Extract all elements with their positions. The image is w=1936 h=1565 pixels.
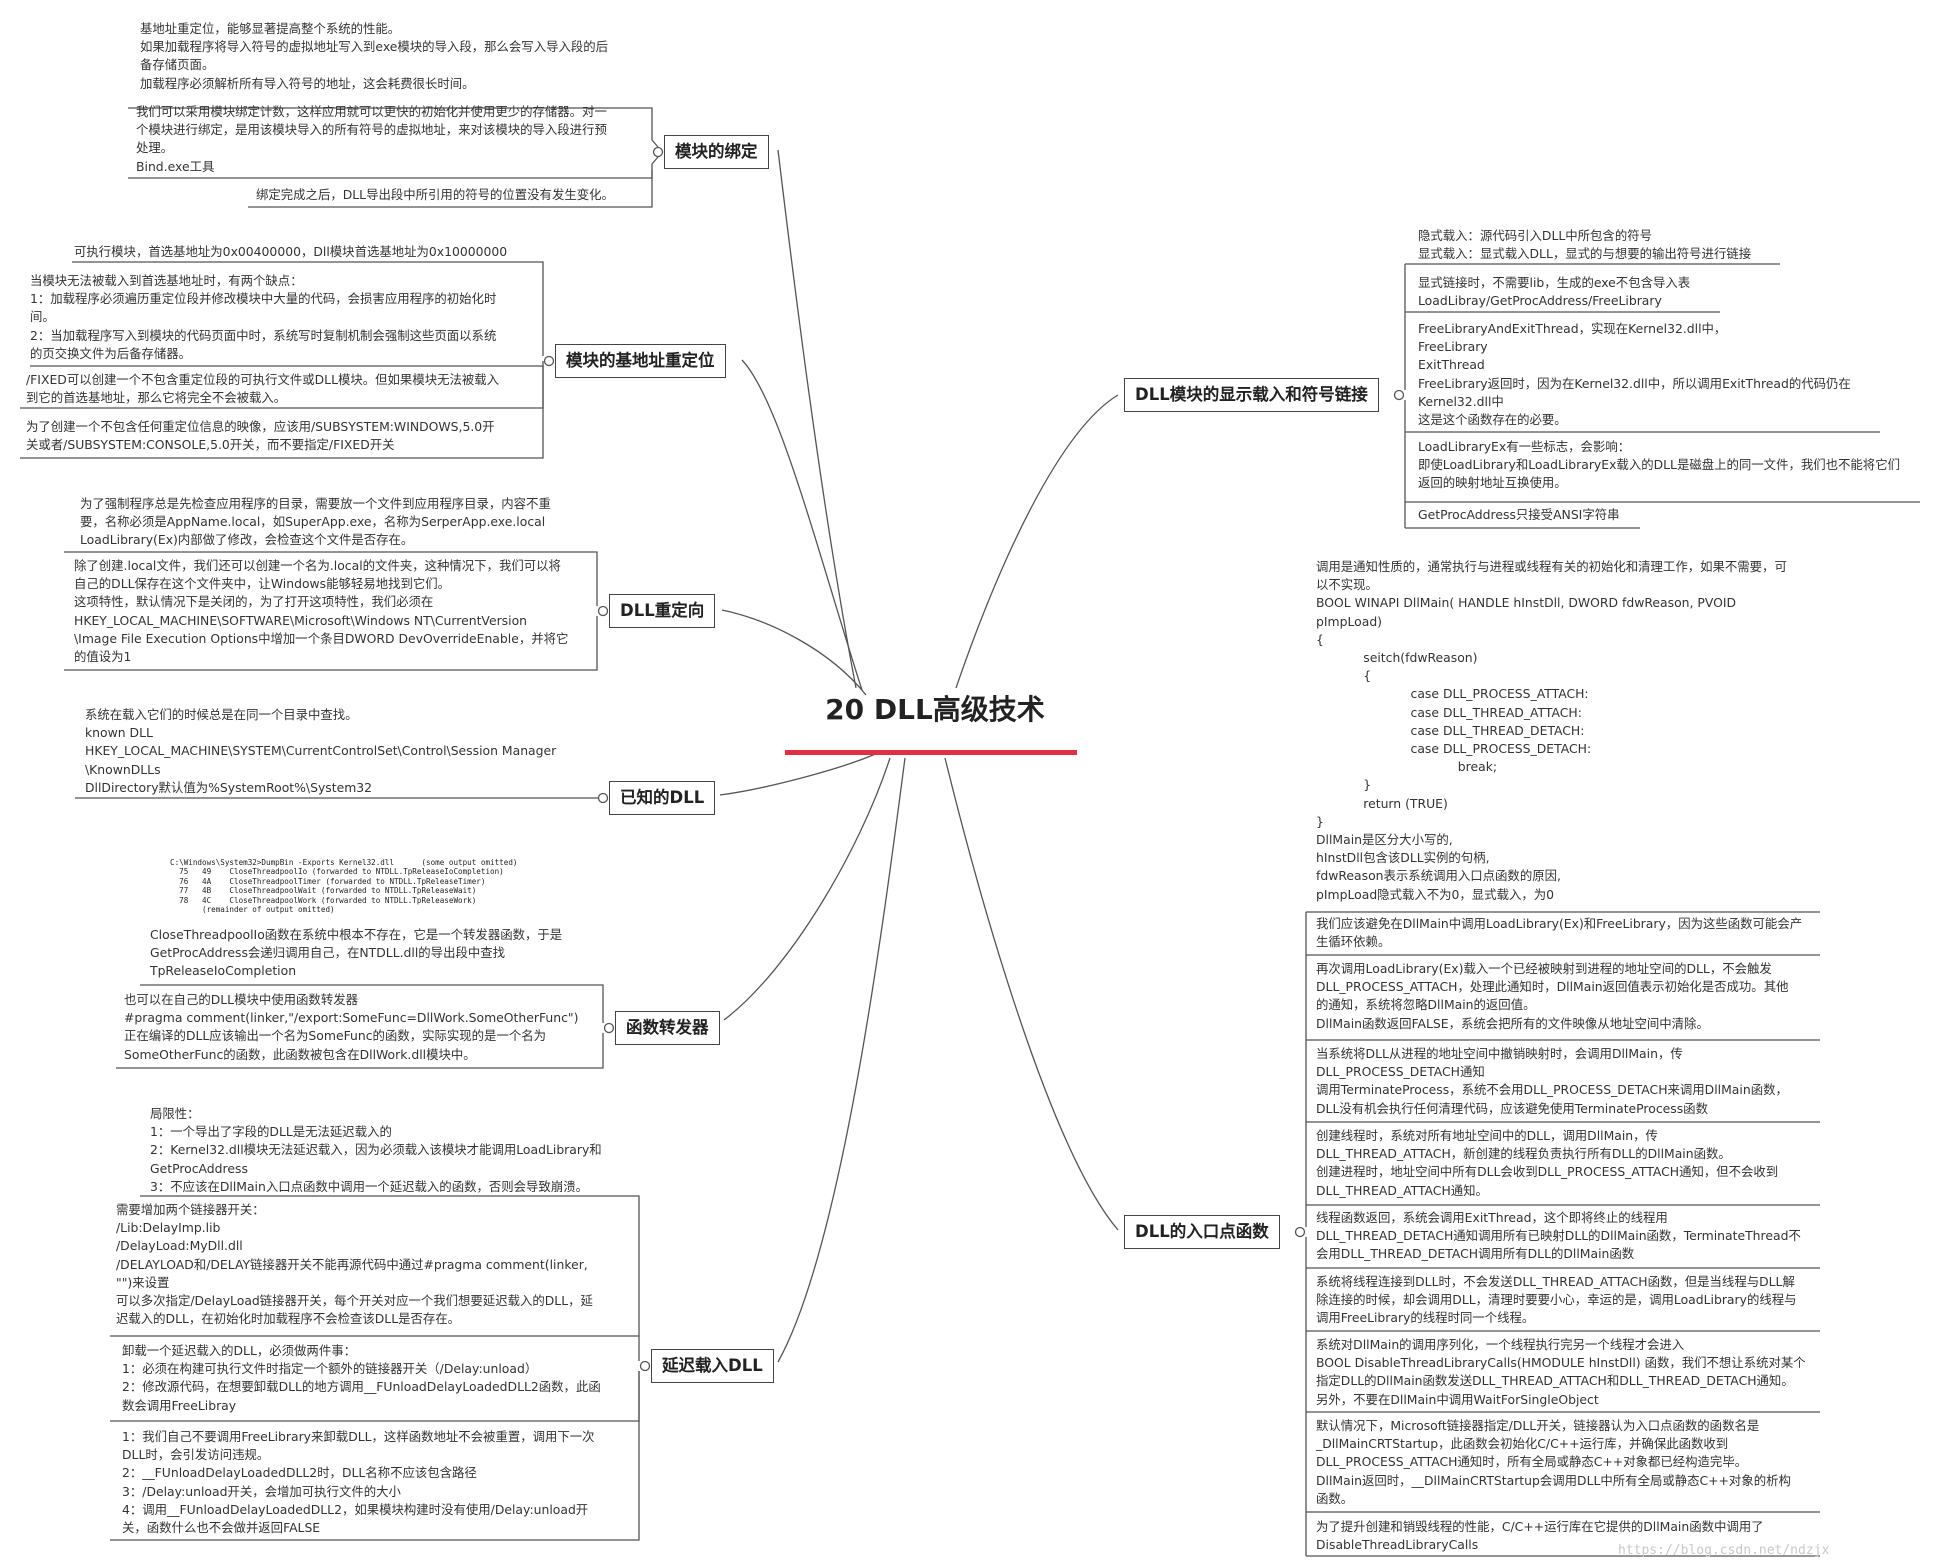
note-explicit-3: FreeLibraryAndExitThread，实现在Kernel32.dll… xyxy=(1418,321,1851,428)
branch-dll-entry-point[interactable]: DLL的入口点函数 xyxy=(1124,1215,1280,1249)
note-binding-3: 绑定完成之后，DLL导出段中所引用的符号的位置没有发生变化。 xyxy=(256,187,614,202)
note-entry-7: 系统将线程连接到DLL时，不会发送DLL_THREAD_ATTACH函数，但是当… xyxy=(1316,1274,1797,1326)
note-entry-4: 当系统将DLL从进程的地址空间中撤销映射时，会调用DllMain，传 DLL_P… xyxy=(1316,1046,1788,1116)
link-entry xyxy=(944,757,1119,1231)
link-delay xyxy=(777,757,906,1363)
note-entry-8: 系统对DllMain的调用序列化，一个线程执行完另一个线程才会进入 BOOL D… xyxy=(1316,1337,1806,1407)
note-explicit-5: GetProcAddress只接受ANSI字符串 xyxy=(1418,507,1620,522)
link-redirect xyxy=(721,609,867,696)
link-binding xyxy=(777,149,857,689)
note-entry-3: 再次调用LoadLibrary(Ex)载入一个已经被映射到进程的地址空间的DLL… xyxy=(1316,961,1789,1031)
branch-function-forwarder[interactable]: 函数转发器 xyxy=(615,1011,720,1045)
note-delay-2: 需要增加两个链接器开关： /Lib:DelayImp.lib /DelayLoa… xyxy=(116,1202,593,1327)
note-delay-1: 局限性： 1：一个导出了字段的DLL是无法延迟载入的 2：Kernel32.dl… xyxy=(150,1106,602,1194)
note-delay-4: 1：我们自己不要调用FreeLibrary来卸载DLL，这样函数地址不会被重置，… xyxy=(122,1429,595,1536)
note-redirect-2: 除了创建.local文件，我们还可以创建一个名为.local的文件夹，这种情况下… xyxy=(74,558,569,665)
link-forwarder xyxy=(723,757,891,1021)
note-rebase-1: 可执行模块，首选基地址为0x00400000，Dll模块首选基地址为0x1000… xyxy=(74,244,508,259)
note-explicit-4: LoadLibraryEx有一些标志，会影响： 即使LoadLibrary和Lo… xyxy=(1418,439,1900,491)
branch-known-dll[interactable]: 已知的DLL xyxy=(609,781,716,815)
note-explicit-1: 隐式载入：源代码引入DLL中所包含的符号 显式载入：显式载入DLL，显式的与想要… xyxy=(1418,228,1752,262)
link-rebase xyxy=(741,359,863,691)
note-forwarder-1: CloseThreadpoolIo函数在系统中根本不存在，它是一个转发器函数，于… xyxy=(150,927,563,979)
root-underline xyxy=(785,750,1077,755)
note-entry-6: 线程函数返回，系统会调用ExitThread，这个即将终止的线程用 DLL_TH… xyxy=(1316,1210,1801,1262)
branch-module-rebase[interactable]: 模块的基地址重定位 xyxy=(555,344,726,378)
root-topic[interactable]: 20 DLL高级技术 xyxy=(825,693,1045,726)
note-explicit-2: 显式链接时，不需要lib，生成的exe不包含导入表 LoadLibray/Get… xyxy=(1418,275,1691,309)
note-rebase-2: 当模块无法被载入到首选基地址时，有两个缺点： 1：加载程序必须遍历重定位段并修改… xyxy=(30,273,497,361)
branch-module-binding[interactable]: 模块的绑定 xyxy=(664,135,769,169)
link-explicit xyxy=(955,394,1119,689)
note-rebase-3: /FIXED可以创建一个不包含重定位段的可执行文件或DLL模块。但如果模块无法被… xyxy=(26,372,500,406)
note-known-1: 系统在载入它们的时候总是在同一个目录中查找。 known DLL HKEY_LO… xyxy=(85,707,557,795)
branch-dll-redirect[interactable]: DLL重定向 xyxy=(609,594,716,628)
note-rebase-4: 为了创建一个不包含任何重定位信息的映像，应该用/SUBSYSTEM:WINDOW… xyxy=(26,419,495,453)
note-entry-9: 默认情况下，Microsoft链接器指定/DLL开关，链接器认为入口点函数的函数… xyxy=(1316,1418,1791,1506)
link-known xyxy=(719,751,881,796)
note-entry-dllmain-signature: 调用是通知性质的，通常执行与进程或线程有关的初始化和清理工作，如果不需要，可 以… xyxy=(1316,559,1787,902)
branch-explicit-load[interactable]: DLL模块的显示载入和符号链接 xyxy=(1124,378,1379,412)
note-entry-5: 创建线程时，系统对所有地址空间中的DLL，调用DllMain，传 DLL_THR… xyxy=(1316,1128,1779,1198)
watermark: https://blog.csdn.net/ndzjx xyxy=(1618,1543,1830,1558)
dumpbin-output-snippet: C:\Windows\System32>DumpBin -Exports Ker… xyxy=(170,858,518,915)
note-delay-3: 卸载一个延迟载入的DLL，必须做两件事： 1：必须在构建可执行文件时指定一个额外… xyxy=(122,1343,601,1413)
note-forwarder-2: 也可以在自己的DLL模块中使用函数转发器 #pragma comment(lin… xyxy=(124,992,579,1062)
note-redirect-1: 为了强制程序总是先检查应用程序的目录，需要放一个文件到应用程序目录，内容不重 要… xyxy=(80,496,551,548)
note-entry-10: 为了提升创建和销毁线程的性能，C/C++运行库在它提供的DllMain函数中调用… xyxy=(1316,1519,1764,1553)
note-binding-1: 基地址重定位，能够显著提高整个系统的性能。 如果加载程序将导入符号的虚拟地址写入… xyxy=(140,21,609,91)
note-entry-2: 我们应该避免在DllMain中调用LoadLibrary(Ex)和FreeLib… xyxy=(1316,916,1803,950)
note-binding-2: 我们可以采用模块绑定计数，这样应用就可以更快的初始化并使用更少的存储器。对一 个… xyxy=(136,104,607,174)
branch-delay-load[interactable]: 延迟载入DLL xyxy=(651,1349,774,1383)
